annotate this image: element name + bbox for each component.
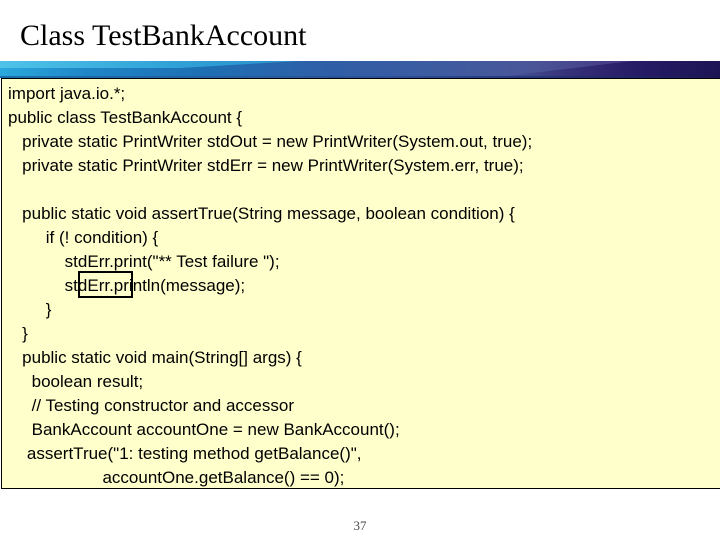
code-line: } (8, 300, 52, 319)
code-line: import java.io.*; (8, 84, 126, 103)
code-line: stdErr.println(message); (8, 276, 246, 295)
page-number: 37 (353, 518, 367, 533)
code-panel: import java.io.*; public class TestBankAc… (1, 78, 720, 489)
code-line: private static PrintWriter stdOut = new … (8, 132, 533, 151)
code-listing: import java.io.*; public class TestBankAc… (2, 82, 720, 488)
code-line: public static void assertTrue(String mes… (8, 204, 515, 223)
code-line: public class TestBankAccount { (8, 108, 243, 127)
code-line: public static void main(String[] args) { (8, 348, 302, 367)
decorative-gradient-bar (0, 61, 720, 78)
code-line: } (8, 324, 28, 343)
code-line (2, 178, 720, 202)
bar-light-sliver (0, 61, 300, 68)
code-line: if (! condition) { (8, 228, 159, 247)
code-line: accountOne.getBalance() == 0); (8, 468, 345, 487)
code-line: assertTrue("1: testing method getBalance… (8, 444, 362, 463)
code-line: stdErr.print("** Test failure "); (8, 252, 280, 271)
code-line: private static PrintWriter stdErr = new … (8, 156, 524, 175)
bar-base-line (0, 76, 720, 78)
page-title: Class TestBankAccount (20, 19, 307, 52)
code-line: boolean result; (8, 372, 144, 391)
code-line: BankAccount accountOne = new BankAccount… (8, 420, 400, 439)
code-line: // Testing constructor and accessor (8, 396, 294, 415)
